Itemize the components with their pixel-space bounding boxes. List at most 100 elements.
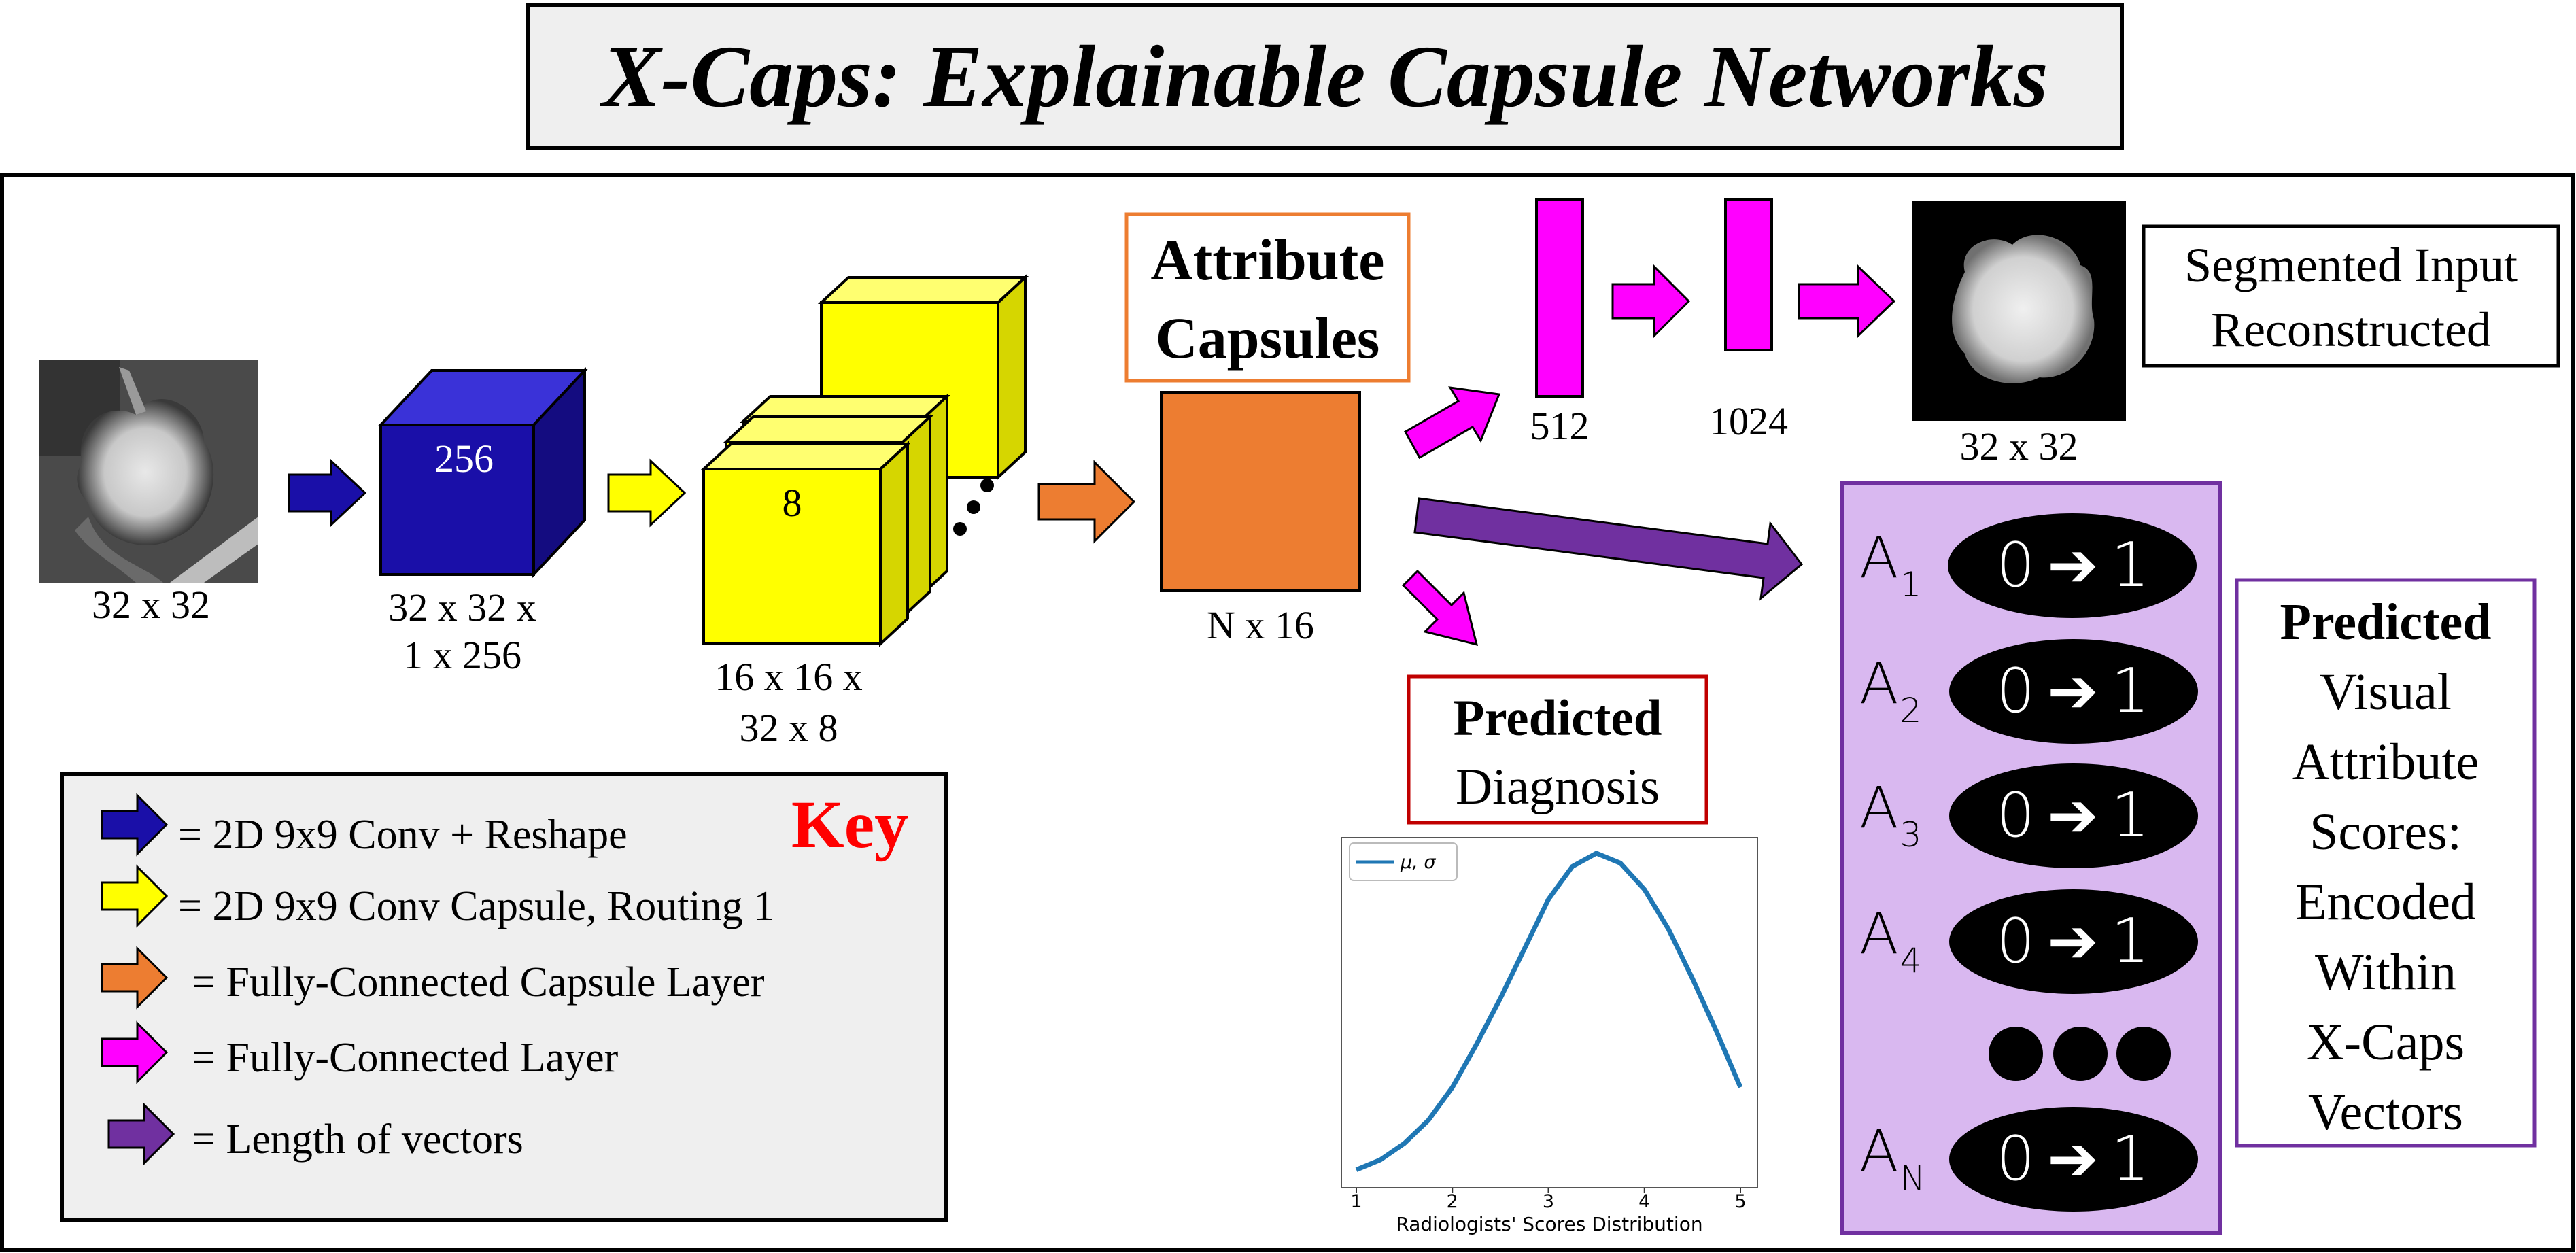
attribute-score-range: 0➔1 — [1948, 776, 2197, 855]
key-item-length: = Length of vectors — [192, 1116, 523, 1163]
reconstructed-image — [1912, 201, 2126, 421]
attribute-ellipsis-dot — [2116, 1027, 2171, 1081]
caps-size-line2: 32 x 8 — [739, 706, 838, 750]
fc-arrow-2 — [1798, 264, 1896, 339]
score-range-arrow-icon: ➔ — [2047, 1123, 2099, 1195]
attribute-letter: A1 — [1859, 523, 1927, 604]
caps-size-line1: 16 x 16 x — [715, 655, 863, 699]
attribute-letter-sub: 2 — [1900, 691, 1922, 730]
attribute-letter-sub: 3 — [1900, 815, 1922, 855]
attribute-capsules-title-line1: Attribute — [1150, 227, 1385, 292]
score-range-arrow-icon: ➔ — [2047, 530, 2099, 601]
score-range-end: 1 — [2110, 530, 2150, 601]
reconstruction-size-label: 32 x 32 — [1959, 424, 2078, 468]
fc1-label: 512 — [1530, 404, 1590, 448]
segmented-caption-line1: Segmented Input — [2184, 238, 2518, 292]
score-range-arrow-icon: ➔ — [2047, 906, 2099, 977]
plot-legend-box — [1349, 842, 1458, 881]
score-range-start: 0 — [1996, 530, 2036, 601]
key-item-fc-caps: = Fully-Connected Capsule Layer — [192, 959, 765, 1006]
ellipsis-dot — [967, 500, 980, 514]
diagnosis-title-bold: Predicted — [1453, 690, 1662, 746]
plot-series-line — [1355, 851, 1743, 1172]
fc-layer-512 — [1535, 198, 1584, 398]
attribute-caption-line: Attribute — [2292, 734, 2479, 791]
attribute-caption-line: Visual — [2320, 664, 2452, 721]
score-range-start: 0 — [1996, 906, 2036, 977]
score-range-start: 0 — [1996, 780, 2036, 851]
attribute-letter-main: A — [1859, 900, 1899, 967]
attribute-letter: AN — [1859, 1117, 1927, 1198]
conv-size-line2: 1 x 256 — [403, 633, 521, 677]
key-item-conv: = 2D 9x9 Conv + Reshape — [178, 812, 628, 858]
attribute-caption-line: Scores: — [2309, 804, 2462, 861]
caps-arrow — [607, 458, 687, 528]
key-arrow-caps — [101, 864, 169, 928]
attribute-caption-line: Within — [2314, 944, 2457, 1001]
caps-block-cubes — [700, 274, 1029, 647]
attribute-letter-main: A — [1859, 524, 1899, 591]
key-arrow-fc — [101, 1020, 169, 1084]
segmented-caption-line2: Reconstructed — [2211, 303, 2491, 357]
attribute-letter-main: A — [1859, 774, 1899, 841]
attribute-letter-main: A — [1859, 1118, 1899, 1184]
ellipsis-dot — [953, 522, 967, 536]
fc-arrow-1 — [1611, 264, 1691, 339]
diagnosis-title-box — [1407, 674, 1708, 825]
plot-xtick-marks — [1356, 1188, 1741, 1193]
key-box — [60, 772, 948, 1222]
fc-layer-1024 — [1724, 198, 1773, 351]
attribute-letter: A3 — [1859, 774, 1927, 855]
conv-arrow — [288, 458, 367, 528]
score-range-end: 1 — [2110, 655, 2150, 727]
attribute-ellipsis-dot — [2053, 1027, 2108, 1081]
caps-block-label: 8 — [782, 481, 802, 525]
attribute-caption-line: Vectors — [2308, 1084, 2463, 1141]
attribute-caption-line: Predicted — [2280, 594, 2492, 651]
segmented-caption-box — [2142, 224, 2560, 368]
diagnosis-title-rest: Diagnosis — [1456, 759, 1660, 815]
key-item-fc: = Fully-Connected Layer — [192, 1035, 619, 1081]
main-frame — [0, 173, 2575, 1252]
plot-xtick-label: 3 — [1542, 1191, 1555, 1212]
attribute-score-range: 0➔1 — [1948, 526, 2197, 605]
plot-xtick-label: 4 — [1638, 1191, 1651, 1212]
attribute-score-range: 0➔1 — [1948, 902, 2197, 981]
score-range-end: 1 — [2110, 780, 2150, 851]
score-range-end: 1 — [2110, 906, 2150, 977]
diagram-title: X-Caps: Explainable Capsule Networks — [602, 27, 2048, 126]
attribute-caption-line: Encoded — [2295, 874, 2476, 931]
attribute-letter-sub: 4 — [1900, 941, 1922, 980]
fc2-label: 1024 — [1709, 399, 1788, 443]
key-arrow-fc-caps — [101, 946, 169, 1010]
attribute-capsules-title-box — [1124, 212, 1411, 383]
attribute-ellipsis-dot — [1989, 1027, 2043, 1081]
plot-xtick-label: 2 — [1446, 1191, 1458, 1212]
score-range-end: 1 — [2110, 1123, 2150, 1195]
diagnosis-plot-frame — [1341, 837, 1758, 1188]
input-ct-image — [39, 360, 258, 583]
length-arrow — [1413, 497, 1804, 601]
attribute-letter-main: A — [1859, 650, 1899, 717]
attribute-letter: A2 — [1859, 649, 1927, 730]
key-title: Key — [791, 787, 909, 862]
attribute-capsules-size: N x 16 — [1207, 603, 1314, 647]
conv-size-line1: 32 x 32 x — [388, 585, 536, 630]
attribute-pill — [1949, 763, 2198, 868]
ellipsis-dot — [980, 479, 994, 492]
fc-arrow-up — [1403, 386, 1501, 460]
score-range-start: 0 — [1996, 1123, 2036, 1195]
key-arrow-conv — [101, 793, 169, 857]
conv-block-cube — [377, 366, 588, 579]
attribute-score-range: 0➔1 — [1948, 652, 2197, 731]
key-arrow-length — [107, 1102, 175, 1166]
score-range-arrow-icon: ➔ — [2047, 780, 2099, 851]
attribute-score-range: 0➔1 — [1948, 1120, 2197, 1199]
attribute-letter-sub: 1 — [1900, 565, 1922, 604]
attribute-pill — [1949, 1107, 2198, 1212]
key-item-caps: = 2D 9x9 Conv Capsule, Routing 1 — [178, 883, 775, 929]
attribute-capsules-title-line2: Capsules — [1155, 305, 1380, 371]
conv-block-label: 256 — [434, 436, 494, 481]
